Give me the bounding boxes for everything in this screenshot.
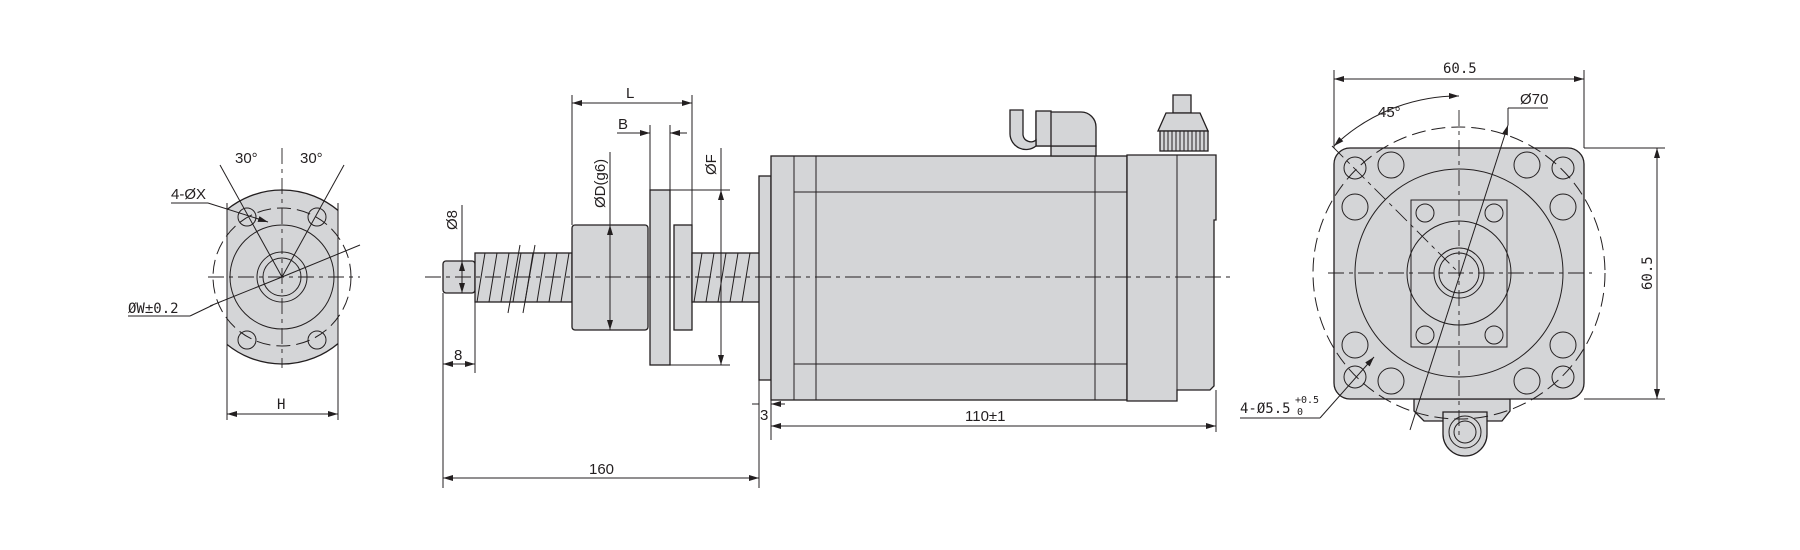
shaft-len-label: 8 — [454, 347, 462, 364]
width-label: H — [277, 397, 285, 413]
angle-left-label: 30° — [235, 150, 258, 167]
tol-lower-label: 0 — [1297, 407, 1303, 418]
circle-dia-label: Ø70 — [1520, 91, 1548, 108]
nut-flange-end-view: 30° 30° 4-ØX ØW±0.2 H — [128, 148, 361, 420]
encoder-connector — [1156, 94, 1210, 152]
screw-len-label: 160 — [589, 461, 614, 478]
pcd-label: ØW±0.2 — [128, 301, 179, 317]
F-label: ØF — [703, 154, 720, 175]
power-connector — [1009, 109, 1097, 157]
angle-right-label: 30° — [300, 150, 323, 167]
tol-upper-label: +0.5 — [1295, 395, 1319, 406]
end-height-label: 60.5 — [1640, 256, 1656, 290]
holes-label: 4-ØX — [171, 186, 206, 203]
hex-screws — [1341, 151, 1577, 395]
motor-end-view: 60.5 60.5 45° Ø70 4-Ø5.5 +0.5 0 — [1240, 61, 1665, 457]
angle-label: 45° — [1378, 104, 1401, 121]
B-label: B — [618, 116, 628, 133]
L-label: L — [626, 85, 634, 102]
end-width-label: 60.5 — [1443, 61, 1477, 77]
motor-len-label: 110±1 — [965, 408, 1006, 425]
mount-holes-label: 4-Ø5.5 — [1240, 401, 1291, 417]
side-view: L B ØD(g6) ØF Ø8 8 160 3 110±1 — [425, 85, 1230, 488]
D-label: ØD(g6) — [592, 159, 609, 208]
shaft-dia-label: Ø8 — [444, 210, 461, 230]
pilot-label: 3 — [760, 407, 768, 424]
